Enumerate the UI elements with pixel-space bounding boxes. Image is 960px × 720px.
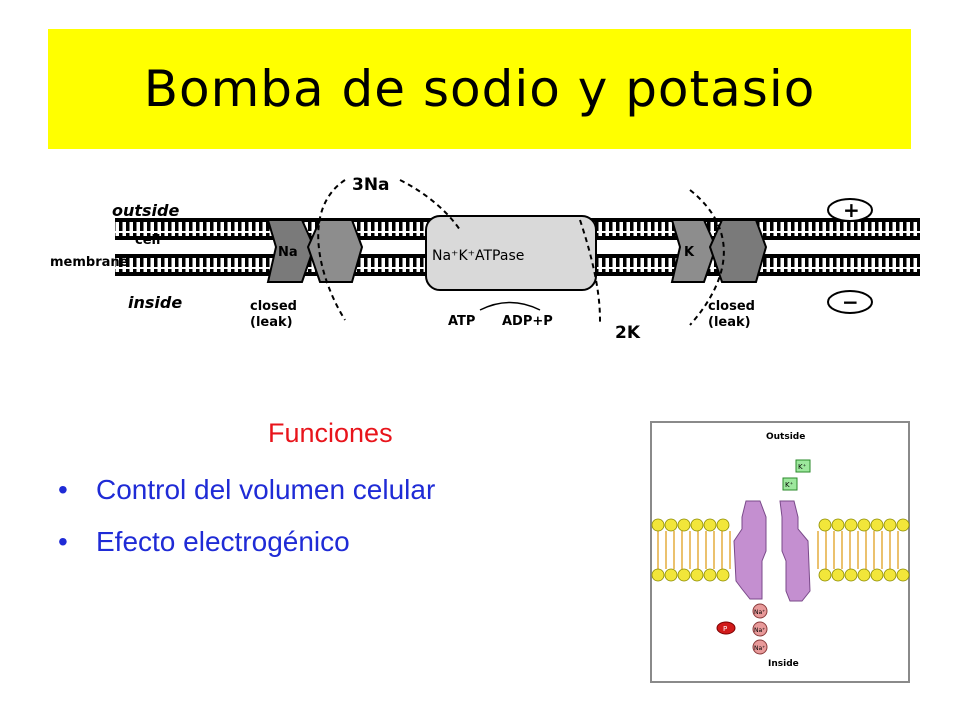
atp-label: ATP — [448, 314, 475, 329]
adp-label: ADP+P — [502, 314, 553, 329]
k-channel-label: K — [684, 245, 695, 260]
inside-label: inside — [128, 293, 182, 312]
page-title: Bomba de sodio y potasio — [143, 60, 816, 118]
svg-text:Na⁺: Na⁺ — [754, 645, 765, 652]
pump-protein — [733, 500, 811, 602]
three-na-label: 3Na — [352, 175, 390, 195]
membrane-diagram: outside cell membrane inside Na Na⁺K⁺ATP… — [50, 175, 920, 343]
cell-label: cell — [135, 233, 160, 248]
pump-lipid-tails — [657, 531, 899, 569]
pump-outside-label: Outside — [766, 432, 805, 442]
negative-charge-icon: − — [827, 290, 873, 314]
svg-text:Na⁺: Na⁺ — [754, 627, 765, 634]
pump-inside-label: Inside — [768, 659, 799, 669]
atp-arrow — [479, 301, 541, 311]
na-leak-label: (leak) — [250, 315, 293, 330]
phosphate-icon: P — [716, 621, 736, 635]
pump-diagram: Outside Inside K⁺ K⁺ P Na⁺ Na⁺ Na⁺ — [650, 421, 910, 683]
title-banner: Bomba de sodio y potasio — [48, 29, 911, 149]
list-item: • Efecto electrogénico — [58, 522, 435, 574]
svg-text:P: P — [723, 625, 727, 633]
atpase-label: Na⁺K⁺ATPase — [432, 248, 524, 264]
na-channel-label: Na — [278, 245, 298, 260]
k-ion-icons: K⁺ K⁺ — [782, 459, 811, 491]
function-item-volume: Control del volumen celular — [96, 474, 436, 505]
functions-heading: Funciones — [268, 418, 393, 448]
svg-text:K⁺: K⁺ — [785, 481, 794, 489]
svg-text:Na⁺: Na⁺ — [754, 609, 765, 616]
function-item-electrogenic: Efecto electrogénico — [96, 526, 350, 557]
k-leak-channel: K — [670, 219, 768, 283]
svg-text:−: − — [842, 290, 859, 314]
positive-charge-icon: + — [827, 198, 873, 222]
two-k-label: 2K — [615, 323, 641, 343]
na-ion-icons: Na⁺ Na⁺ Na⁺ — [752, 603, 768, 655]
membrane-label: membrane — [50, 255, 129, 270]
k-leak-label: (leak) — [708, 315, 751, 330]
pump-lipid-heads — [651, 518, 910, 582]
bullet-icon: • — [58, 526, 68, 557]
functions-list: • Control del volumen celular • Efecto ele… — [58, 470, 435, 574]
bullet-icon: • — [58, 474, 68, 505]
na-k-atpase: Na⁺K⁺ATPase — [425, 215, 597, 291]
svg-text:+: + — [843, 198, 860, 222]
ion-flow-arrows — [317, 179, 725, 326]
svg-text:K⁺: K⁺ — [798, 463, 807, 471]
outside-label: outside — [112, 201, 179, 220]
na-closed-label: closed — [250, 299, 297, 314]
k-closed-label: closed — [708, 299, 755, 314]
list-item: • Control del volumen celular — [58, 470, 435, 522]
na-leak-channel: Na — [266, 219, 364, 283]
